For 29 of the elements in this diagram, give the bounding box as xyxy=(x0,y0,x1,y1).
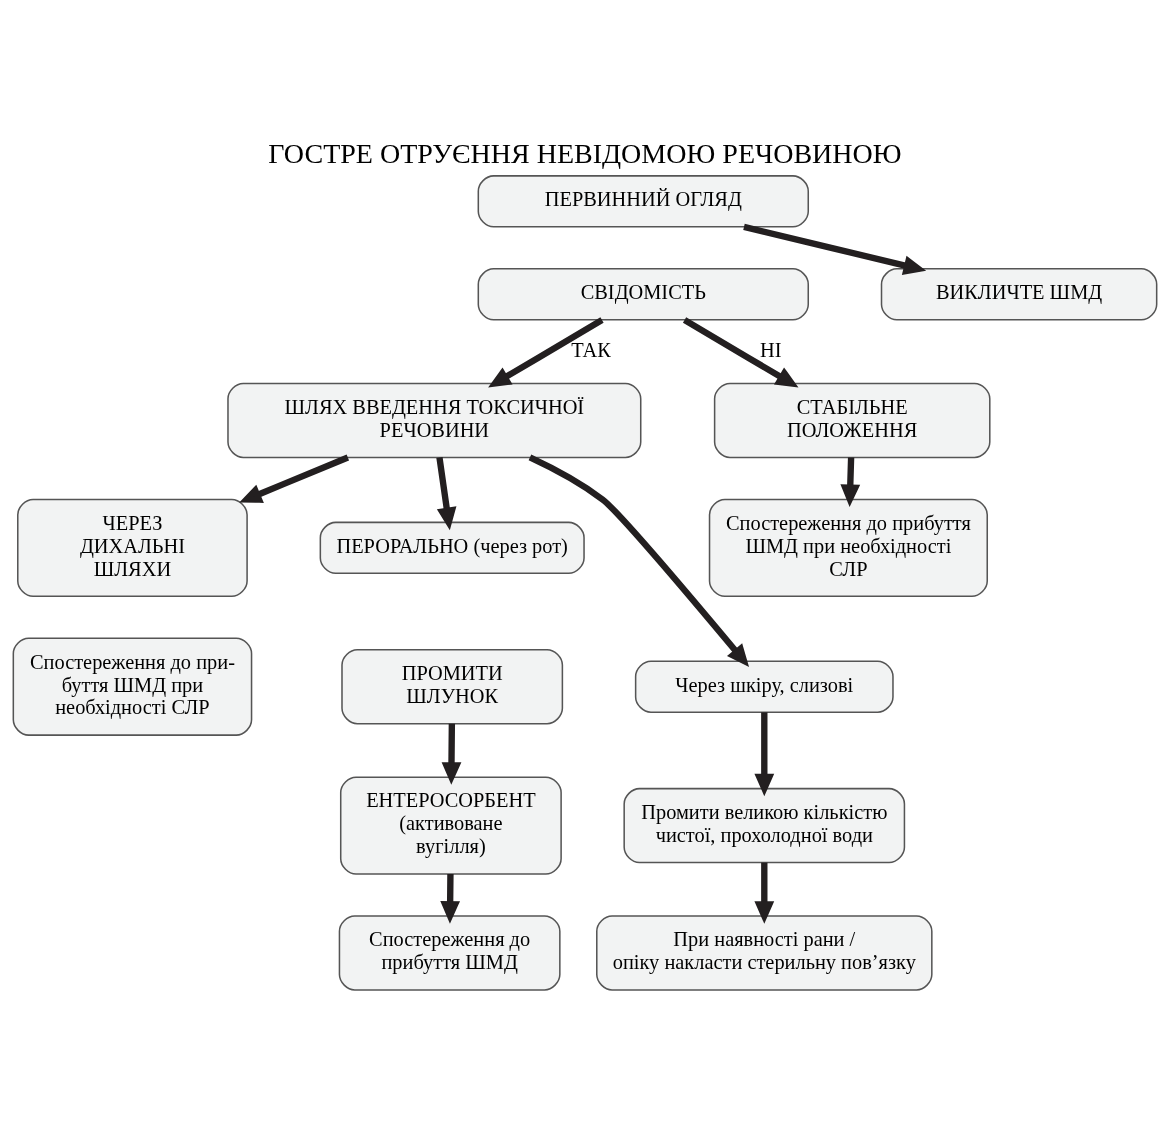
arrow xyxy=(754,711,775,796)
arrow xyxy=(840,456,861,507)
node-box: При наявності рани / опіку накласти стерильну пов’язку xyxy=(596,914,933,991)
node-box: Через шкіру, слизові xyxy=(634,659,894,713)
arrow xyxy=(441,723,462,785)
node-box: ПРОМИТИ ШЛУНОК xyxy=(341,648,564,724)
node-box: ЧЕРЕЗ ДИХАЛЬНІ ШЛЯХИ xyxy=(17,498,248,597)
node-box: ПЕРОРАЛЬНО (через рот) xyxy=(319,521,585,574)
node-box: Промити великою кількістю чистої, прохолодної води xyxy=(623,787,906,863)
arrow xyxy=(743,223,927,275)
node-box: ШЛЯХ ВВЕДЕННЯ ТОКСИЧНОЇ РЕЧОВИНИ xyxy=(227,382,642,458)
node-box: СТАБІЛЬНЕ ПОЛОЖЕННЯ xyxy=(713,382,991,458)
arrow xyxy=(682,316,799,387)
node-box: СВІДОМІСТЬ xyxy=(477,267,810,321)
node-box: Спостереження до прибуття ШМД xyxy=(338,914,561,991)
edge-label: ТАК xyxy=(571,338,611,361)
node-box: ЕНТЕРОСОРБЕНТ (активоване вугілля) xyxy=(339,775,562,875)
node-box: ВИКЛИЧТЕ ШМД xyxy=(880,267,1158,321)
edge-label: НІ xyxy=(759,338,782,361)
diagram-title: ГОСТРЕ ОТРУЄННЯ НЕВІДОМОЮ РЕЧОВИНОЮ xyxy=(268,137,902,169)
arrow xyxy=(528,454,750,667)
node-box: Спостереження до прибуття ШМД при необхідності СЛР xyxy=(708,498,988,597)
arrow xyxy=(488,316,604,387)
arrow xyxy=(440,873,461,924)
arrow xyxy=(239,454,350,503)
node-box: Спостереження до при- буття ШМД при необхідності СЛР xyxy=(12,637,253,736)
node-box: ПЕРВИННИЙ ОГЛЯД xyxy=(477,174,810,228)
arrow xyxy=(754,862,775,924)
arrow xyxy=(436,456,457,530)
